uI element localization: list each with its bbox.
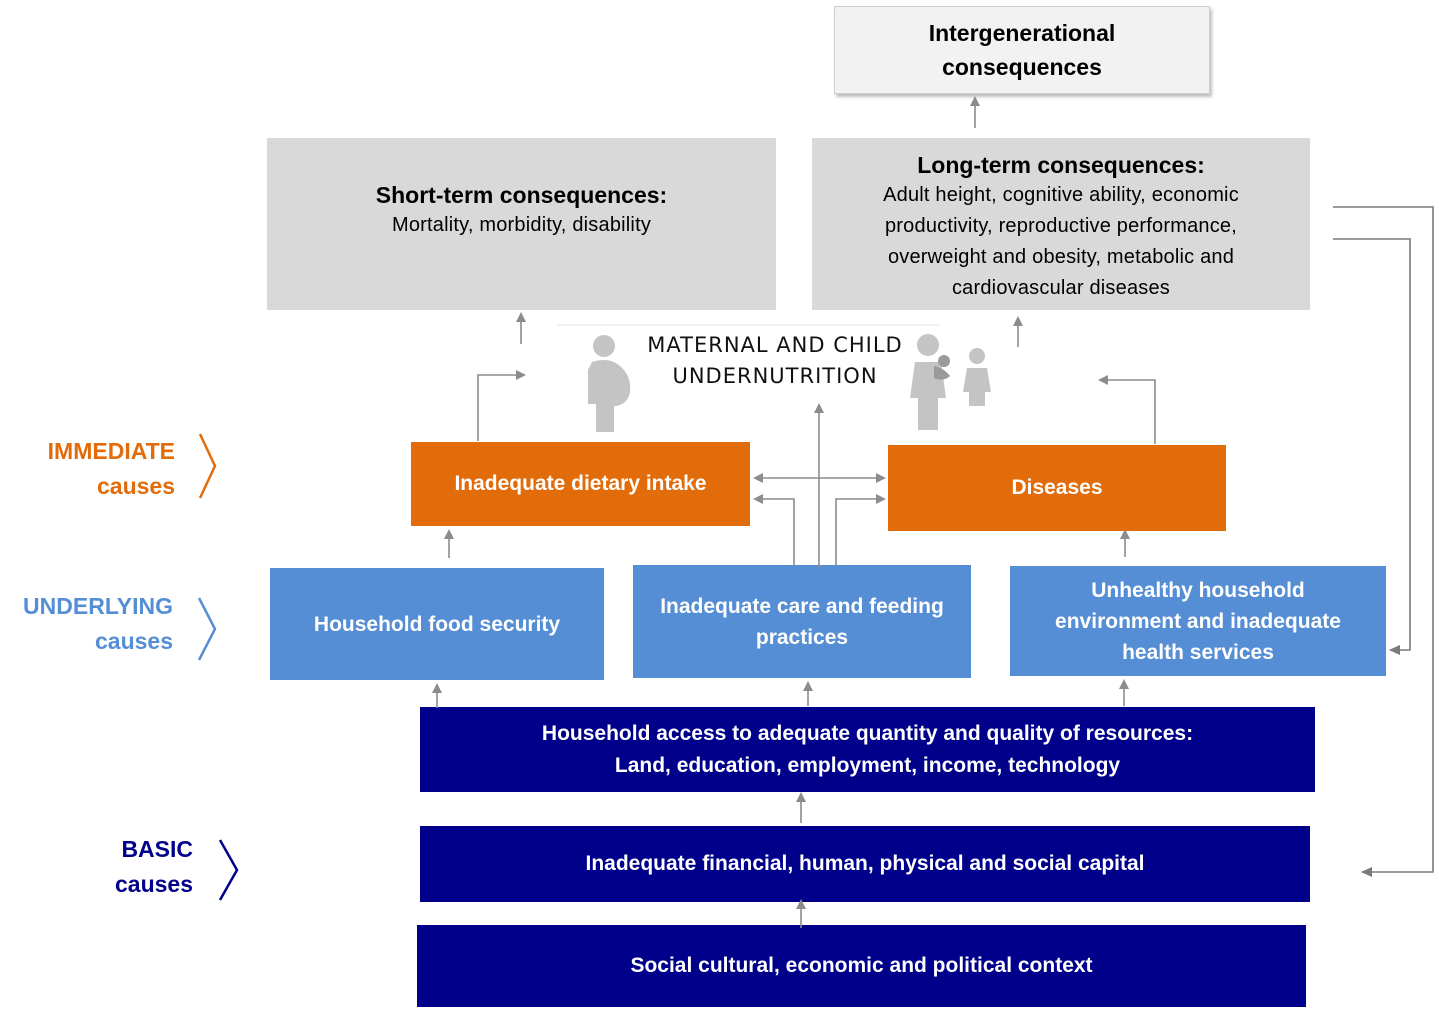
short-term-consequences-box: Short-term consequences: Mortality, morb…	[267, 138, 776, 310]
long-term-body-line-1: Adult height, cognitive ability, economi…	[883, 184, 1239, 206]
long-term-body-line-3: overweight and obesity, metabolic and	[887, 246, 1235, 268]
care-line-1: Inadequate care and feeding	[660, 594, 944, 618]
basic-causes-label: BASIC causes	[0, 832, 193, 902]
short-term-body: Mortality, morbidity, disability	[391, 213, 652, 236]
pregnant-woman-icon	[588, 335, 631, 432]
environment-line-3: health services	[1122, 640, 1274, 664]
arrow-care-to-dietary	[753, 494, 795, 566]
diseases-label: Diseases	[1011, 476, 1103, 499]
underlying-chevron-icon	[197, 597, 217, 661]
arrow-dietary-to-undernutrition	[477, 370, 526, 441]
immediate-sub: causes	[96, 473, 175, 499]
feedback-longterm-to-capital	[1333, 206, 1434, 877]
long-term-body-line-4: cardiovascular diseases	[951, 277, 1171, 299]
underlying-word: UNDERLYING	[23, 593, 173, 619]
inadequate-capital-box: Inadequate financial, human, physical an…	[420, 826, 1310, 902]
immediate-word: IMMEDIATE	[47, 438, 175, 464]
center-title-line-1: MATERNAL AND CHILD	[647, 333, 903, 357]
immediate-causes-label: IMMEDIATE causes	[0, 434, 175, 504]
feedback-longterm-to-environment	[1333, 238, 1411, 655]
intergenerational-consequences-box: Intergenerational consequences	[834, 6, 1210, 94]
access-line-1: Household access to adequate quantity an…	[541, 721, 1194, 745]
child-icon	[963, 348, 991, 406]
care-line-2: practices	[755, 625, 849, 649]
access-line-2: Land, education, employment, income, tec…	[614, 753, 1121, 777]
maternal-child-undernutrition-title: MATERNAL AND CHILD UNDERNUTRITION	[620, 330, 930, 392]
long-term-body-line-2: productivity, reproductive performance,	[884, 215, 1238, 237]
arrow-care-to-diseases	[835, 494, 886, 566]
long-term-title: Long-term consequences:	[917, 152, 1205, 178]
social-context-box: Social cultural, economic and political …	[417, 925, 1306, 1007]
household-access-resources-box: Household access to adequate quantity an…	[420, 707, 1315, 792]
basic-sub: causes	[114, 871, 193, 897]
inadequate-care-feeding-box: Inadequate care and feeding practices	[633, 565, 971, 678]
inadequate-dietary-intake-box: Inadequate dietary intake	[411, 442, 750, 526]
household-food-security-box: Household food security	[270, 568, 604, 680]
environment-line-1: Unhealthy household	[1091, 578, 1305, 602]
short-term-title: Short-term consequences:	[375, 181, 668, 208]
mother-holding-baby-icon	[910, 334, 950, 430]
basic-word: BASIC	[121, 836, 193, 862]
environment-line-2: environment and inadequate	[1055, 609, 1341, 633]
food-security-label: Household food security	[313, 612, 561, 636]
arrow-diseases-to-undernutrition	[1098, 375, 1156, 444]
capital-label: Inadequate financial, human, physical an…	[585, 852, 1145, 875]
unhealthy-environment-box: Unhealthy household environment and inad…	[1010, 566, 1386, 676]
immediate-chevron-icon	[198, 433, 217, 499]
basic-chevron-icon	[218, 839, 239, 901]
intergenerational-line-2: consequences	[942, 54, 1102, 80]
underlying-sub: causes	[94, 628, 173, 654]
dietary-label: Inadequate dietary intake	[454, 472, 707, 495]
diseases-box: Diseases	[888, 445, 1226, 531]
center-title-line-2: UNDERNUTRITION	[672, 364, 878, 388]
intergenerational-line-1: Intergenerational	[928, 20, 1116, 46]
context-label: Social cultural, economic and political …	[630, 954, 1093, 977]
long-term-consequences-box: Long-term consequences: Adult height, co…	[812, 138, 1310, 310]
underlying-causes-label: UNDERLYING causes	[0, 589, 173, 659]
